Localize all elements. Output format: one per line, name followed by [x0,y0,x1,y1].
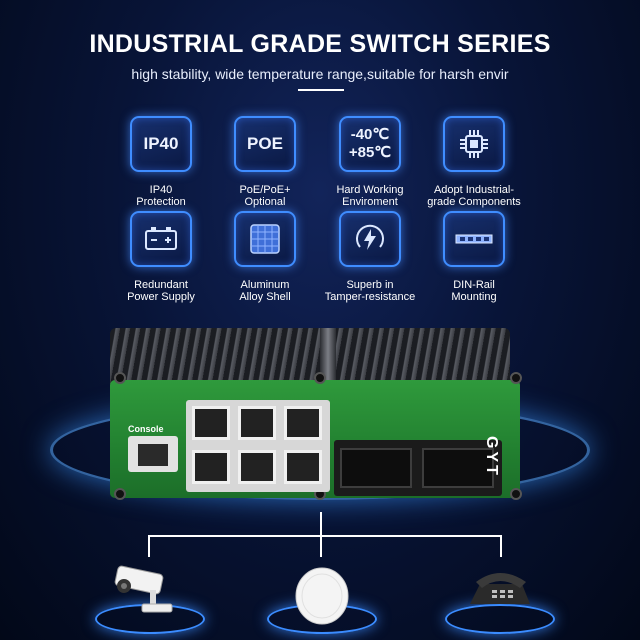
feature-label-line1: Superb in [346,279,394,291]
ethernet-port [192,406,230,440]
endpoint-access-point [262,560,382,640]
ethernet-port [284,406,322,440]
feature-temperature: -40℃ +85℃ Hard Working Enviroment [310,116,430,208]
screw-icon [510,372,522,384]
wireless-access-point-icon [295,567,349,625]
connector-line [500,535,502,557]
din-rail-icon [443,211,505,267]
feature-label-line1: IP40 [149,184,173,196]
cctv-camera-icon [114,565,173,613]
feature-label-line2: Optional [244,196,286,208]
feature-label-line1: Adopt Industrial- [433,184,515,196]
feature-label-line2: Protection [136,196,186,208]
feature-label-line2: Tamper-resistance [324,291,416,303]
feature-tamper-resistance: Superb in Tamper-resistance [310,211,430,303]
feature-aluminum-shell: Aluminum Alloy Shell [205,211,325,303]
feature-label-line2: Enviroment [342,196,398,208]
sfp-port-block [334,440,502,496]
feature-din-rail: DIN-Rail Mounting [414,211,534,303]
temperature-icon: -40℃ +85℃ [339,116,401,172]
poe-icon: POE [234,116,296,172]
ethernet-port [284,450,322,484]
ethernet-port [238,450,276,484]
page-title: INDUSTRIAL GRADE SWITCH SERIES [89,30,551,58]
ethernet-port-block [186,400,330,492]
page-subtitle: high stability, wide temperature range,s… [131,66,509,82]
battery-icon [130,211,192,267]
console-label: Console [128,424,164,434]
feature-label-line2: Power Supply [127,291,195,303]
ethernet-port [192,450,230,484]
console-port [128,436,178,472]
ip40-icon: IP40 [130,116,192,172]
screw-icon [114,372,126,384]
feature-label-line2: Alloy Shell [239,291,291,303]
feature-label-line2: Mounting [451,291,497,303]
title-divider [298,89,344,91]
feature-label-line2: grade Components [427,196,521,208]
feature-redundant-power: Redundant Power Supply [101,211,221,303]
aluminum-grid-icon [234,211,296,267]
brand-logo: GYT [483,436,500,478]
endpoint-ring [445,604,555,634]
screw-icon [114,488,126,500]
feature-label-line1: Hard Working [336,184,404,196]
telephone-icon [470,573,530,604]
endpoint-telephone [440,560,560,640]
chip-icon [443,116,505,172]
connector-line [320,535,322,557]
connector-line [148,535,502,537]
feature-ip40: IP40 IP40 Protection [101,116,221,208]
endpoint-camera [90,560,210,640]
feature-label-line1: DIN-Rail [453,279,495,291]
industrial-switch-device: Console GYT [100,322,530,512]
sfp-port [340,448,412,488]
feature-label-line1: PoE/PoE+ [239,184,291,196]
feature-poe: POE PoE/PoE+ Optional [205,116,325,208]
connector-line [148,535,150,557]
ethernet-port [238,406,276,440]
surge-protection-icon [339,211,401,267]
connector-line [320,512,322,536]
feature-label-line1: Aluminum [240,279,290,291]
feature-label-line1: Redundant [134,279,188,291]
screw-icon [314,372,326,384]
screw-icon [510,488,522,500]
sfp-port [422,448,494,488]
feature-components: Adopt Industrial- grade Components [414,116,534,208]
